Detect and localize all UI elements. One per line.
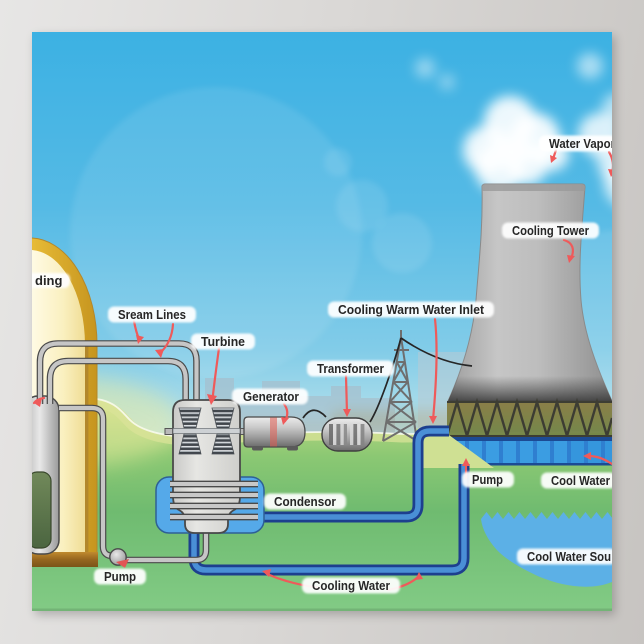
svg-text:Sream Lines: Sream Lines xyxy=(118,307,186,322)
svg-text:Cooling Tower: Cooling Tower xyxy=(512,223,589,238)
svg-text:Water Vapor: Water Vapor xyxy=(549,136,612,151)
svg-text:ding: ding xyxy=(35,273,62,288)
svg-text:Pump: Pump xyxy=(472,472,503,487)
svg-text:Generator: Generator xyxy=(243,389,299,404)
svg-text:Pump: Pump xyxy=(104,569,136,584)
svg-text:Cooling Warm Water Inlet: Cooling Warm Water Inlet xyxy=(338,302,485,317)
svg-text:Cooling Water: Cooling Water xyxy=(312,578,390,593)
svg-text:Cool Water Sou: Cool Water Sou xyxy=(527,549,611,564)
svg-text:Turbine: Turbine xyxy=(201,334,245,349)
svg-text:Condensor: Condensor xyxy=(274,494,336,509)
svg-text:Transformer: Transformer xyxy=(317,361,384,376)
svg-text:Cool Water: Cool Water xyxy=(551,473,610,488)
